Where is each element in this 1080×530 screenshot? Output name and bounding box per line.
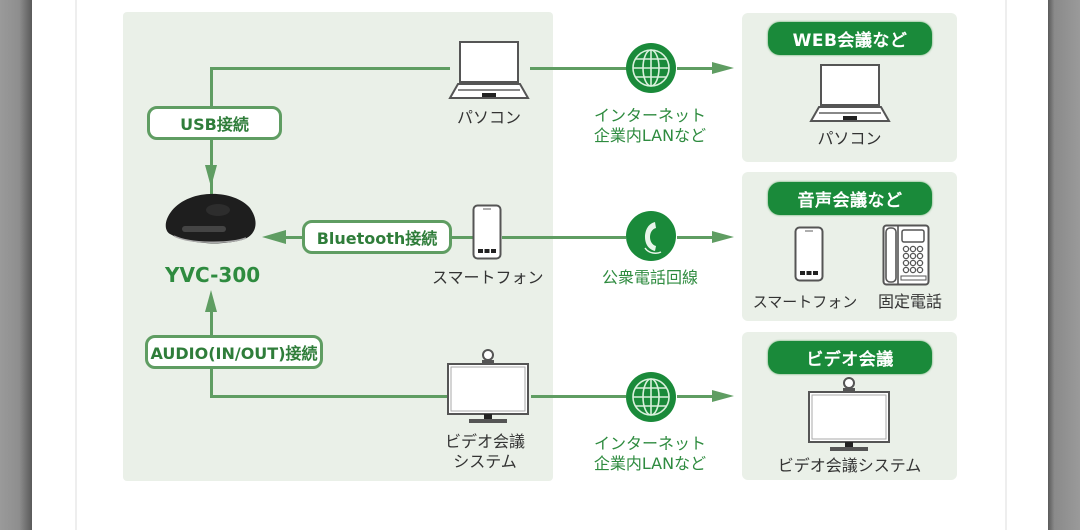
desk-phone-icon	[882, 224, 930, 286]
globe-icon	[626, 43, 676, 93]
result-video-system-label: ビデオ会議システム	[777, 456, 922, 475]
result-badge-video: ビデオ会議	[768, 341, 932, 374]
video-network-line-2	[677, 395, 717, 398]
device-model-name: YVC-300	[165, 263, 261, 287]
result-web-conference: WEB会議など パソコン	[742, 13, 957, 162]
phone-network-arrow	[712, 231, 734, 243]
video-conference-display-icon	[447, 349, 529, 423]
result-badge-audio: 音声会議など	[768, 182, 932, 215]
usb-arrow-down	[205, 165, 217, 187]
internet-label-3b: 企業内LANなど	[593, 454, 707, 473]
internet-label-1b: 企業内LANなど	[593, 126, 707, 145]
page-margin-rule-left	[75, 0, 77, 530]
result-badge-web: WEB会議など	[768, 22, 932, 55]
bluetooth-line-left	[284, 236, 304, 239]
page-margin-rule-right	[1005, 0, 1007, 530]
pc-network-line-2	[677, 67, 717, 70]
result-video-conference: ビデオ会議 ビデオ会議システム	[742, 332, 957, 480]
right-window-edge	[1048, 0, 1080, 530]
smartphone-icon	[472, 204, 502, 260]
phone-network-line-2	[677, 236, 717, 239]
video-network-line-1	[531, 395, 626, 398]
audio-arrow-up	[205, 290, 217, 312]
speakerphone-icon	[165, 193, 256, 244]
video-conference-display-icon	[808, 377, 890, 451]
smartphone-icon	[794, 226, 824, 282]
laptop-icon	[809, 64, 891, 122]
globe-icon	[626, 372, 676, 422]
usb-line-top	[210, 67, 450, 70]
video-network-arrow	[712, 390, 734, 402]
bluetooth-line-right	[452, 236, 474, 239]
pc-label: パソコン	[456, 108, 521, 127]
bluetooth-connection-pill: Bluetooth接続	[302, 220, 452, 254]
result-audio-conference: 音声会議など スマートフォン 固定電話	[742, 172, 957, 321]
video-system-label-1: ビデオ会議	[444, 432, 525, 451]
public-phone-line-label: 公衆電話回線	[601, 268, 698, 287]
internet-label-1a: インターネット	[593, 106, 706, 125]
audio-connection-pill: AUDIO(IN/OUT)接続	[145, 335, 323, 369]
pc-network-line-1	[530, 67, 630, 70]
result-landline-label: 固定電話	[877, 292, 942, 311]
result-pc-label: パソコン	[817, 129, 882, 148]
video-system-label-2: システム	[453, 452, 517, 471]
smartphone-label: スマートフォン	[432, 268, 544, 287]
internet-label-3a: インターネット	[593, 434, 706, 453]
audio-line-bottom	[210, 395, 450, 398]
result-smartphone-label: スマートフォン	[752, 293, 858, 311]
phone-network-line-1	[502, 236, 626, 239]
usb-connection-pill: USB接続	[147, 106, 282, 140]
bluetooth-arrow-left	[262, 230, 286, 244]
pc-network-arrow	[712, 62, 734, 74]
left-window-edge	[0, 0, 32, 530]
telephone-handset-icon	[626, 211, 676, 261]
laptop-icon	[448, 41, 530, 99]
